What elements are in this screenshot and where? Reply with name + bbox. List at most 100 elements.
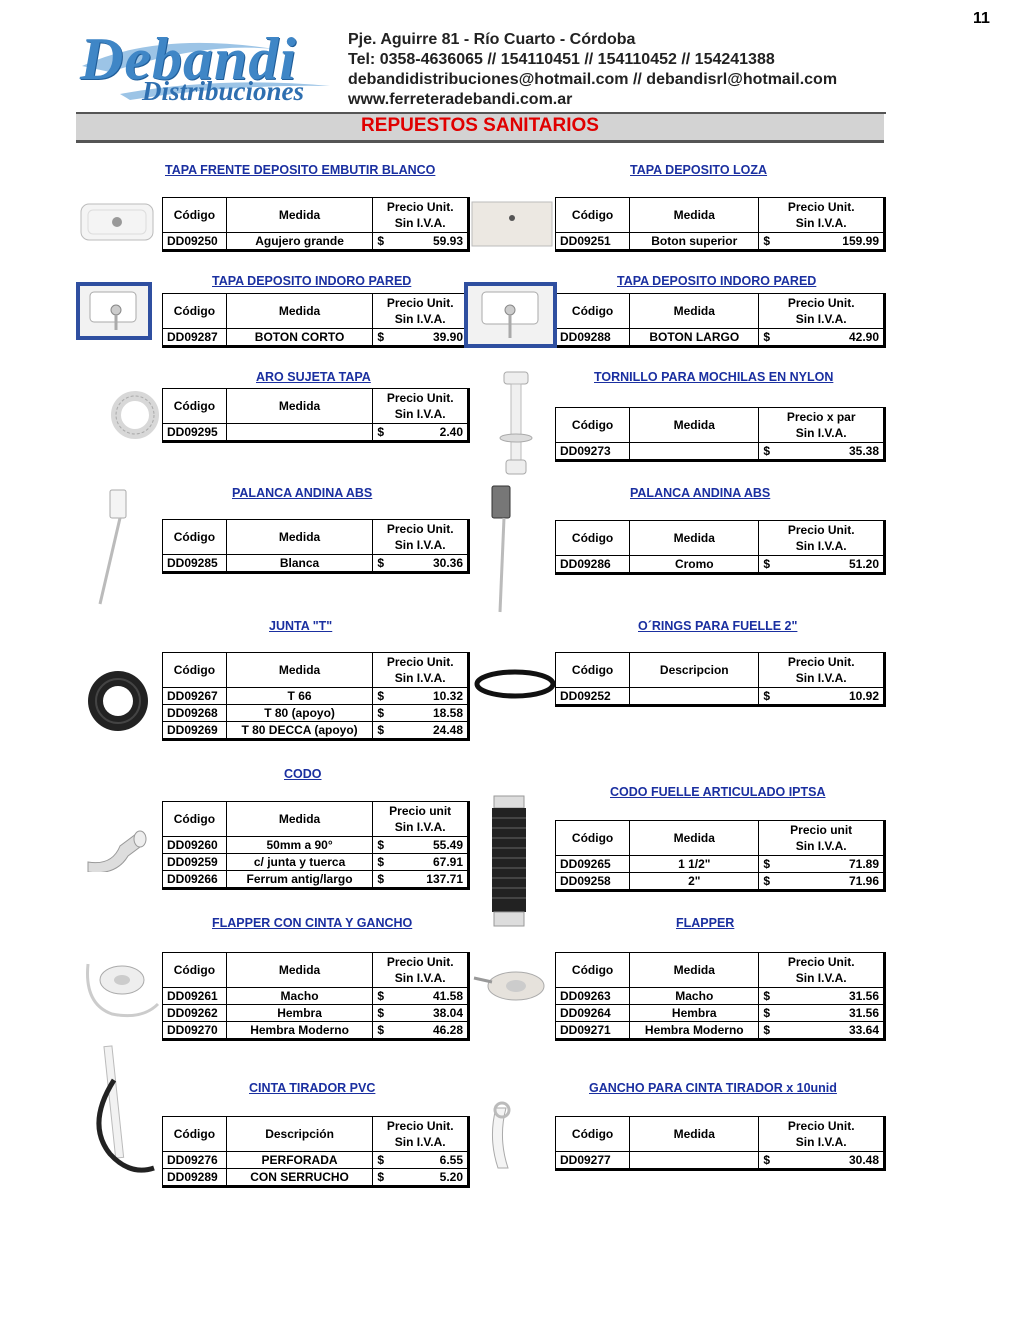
product-medida: Hembra Moderno: [225, 1021, 374, 1041]
table-row: DD09277$30.48: [554, 1151, 886, 1171]
currency-symbol: $: [377, 723, 385, 737]
col-header-medida: Medida: [225, 293, 374, 329]
price-value: 6.55: [439, 1153, 463, 1167]
col-header-code: Código: [162, 801, 227, 837]
col-header-price-l1: Precio Unit.: [787, 655, 855, 669]
section-title: FLAPPER CON CINTA Y GANCHO: [212, 916, 413, 930]
col-header-code: Código: [162, 293, 227, 329]
product-medida: T 80 DECCA (apoyo): [225, 721, 374, 741]
col-header-price: Precio Unit.Sin I.V.A.: [758, 1116, 886, 1152]
col-header-price-l1: Precio Unit.: [386, 200, 454, 214]
product-medida: CON SERRUCHO: [225, 1168, 374, 1188]
col-header-price-l2: Sin I.V.A.: [394, 820, 446, 834]
product-price: $30.36: [372, 554, 470, 574]
section-title: CODO FUELLE ARTICULADO IPTSA: [610, 785, 826, 799]
product-price: $30.48: [758, 1151, 886, 1171]
currency-symbol: $: [377, 855, 385, 869]
col-header-price: Precio Unit.Sin I.V.A.: [758, 952, 886, 988]
col-header-price-l2: Sin I.V.A.: [795, 312, 847, 326]
col-header-price: Precio Unit.Sin I.V.A.: [758, 293, 886, 329]
section-title: JUNTA "T": [269, 619, 333, 633]
product-code: DD09287: [162, 328, 227, 348]
section-title: O´RINGS PARA FUELLE 2": [638, 619, 798, 633]
col-header-code: Código: [162, 952, 227, 988]
product-medida: Cromo: [629, 555, 760, 575]
table-row: DD09252$10.92: [554, 687, 886, 707]
product-medida: Macho: [225, 987, 374, 1005]
price-value: 41.58: [432, 989, 463, 1003]
col-header-medida: Descripcion: [629, 652, 760, 688]
currency-symbol: $: [763, 557, 771, 571]
col-header-price-l2: Sin I.V.A.: [795, 426, 847, 440]
currency-symbol: $: [377, 872, 385, 886]
product-medida: 1 1/2": [629, 855, 760, 873]
currency-symbol: $: [763, 234, 771, 248]
price-value: 137.71: [426, 872, 463, 886]
aro-sujeta-tapa-image: [111, 391, 159, 439]
col-header-price-l2: Sin I.V.A.: [394, 216, 446, 230]
col-header-price-l2: Sin I.V.A.: [394, 1135, 446, 1149]
col-header-price: Precio Unit. Sin I.V.A.: [372, 197, 470, 233]
price-value: 31.56: [848, 989, 879, 1003]
price-value: 71.89: [848, 857, 879, 871]
table-row: DD09295$2.40: [162, 423, 470, 443]
header-divider: [76, 112, 886, 114]
company-website[interactable]: www.ferreteradebandi.com.ar: [348, 91, 573, 108]
price-value: 46.28: [432, 1023, 463, 1037]
product-code: DD09276: [162, 1151, 227, 1169]
col-header-price-l2: Sin I.V.A.: [394, 971, 446, 985]
section-title: TORNILLO PARA MOCHILAS EN NYLON: [594, 370, 834, 384]
currency-symbol: $: [377, 838, 385, 852]
product-price: $10.92: [758, 687, 886, 707]
product-medida: Ferrum antig/largo: [225, 870, 374, 890]
col-header-price: Precio Unit.Sin I.V.A.: [372, 519, 470, 555]
product-medida: Blanca: [225, 554, 374, 574]
section-title: GANCHO PARA CINTA TIRADOR x 10unid: [589, 1081, 837, 1095]
gancho-image: [492, 1101, 511, 1169]
currency-symbol: $: [763, 1006, 771, 1020]
col-header-price-l1: Precio Unit.: [787, 955, 855, 969]
col-header-price-l2: Sin I.V.A.: [394, 671, 446, 685]
product-code: DD09258: [554, 872, 631, 892]
product-code: DD09262: [162, 1004, 227, 1022]
product-price: $41.58: [372, 987, 470, 1005]
product-code: DD09295: [162, 423, 227, 443]
product-price: $5.20: [372, 1168, 470, 1188]
col-header-medida: Medida: [629, 1116, 760, 1152]
company-emails: debandidistribuciones@hotmail.com // deb…: [348, 71, 838, 88]
col-header-medida: Descripción: [225, 1116, 374, 1152]
product-code: DD09266: [162, 870, 227, 890]
col-header-code: Código: [162, 197, 227, 233]
price-value: 71.96: [848, 874, 879, 888]
tapa-loza-image: [471, 201, 553, 247]
product-code: DD09288: [554, 328, 631, 348]
page-title: REPUESTOS SANITARIOS: [361, 115, 599, 136]
product-code: DD09267: [162, 687, 227, 705]
palanca-blanca-image: [98, 489, 127, 605]
col-header-price-l1: Precio Unit.: [386, 655, 454, 669]
product-code: DD09260: [162, 836, 227, 854]
product-price: $67.91: [372, 853, 470, 871]
price-value: 38.04: [432, 1006, 463, 1020]
table-row: DD09273$35.38: [554, 442, 886, 462]
page-title-bar: REPUESTOS SANITARIOS: [76, 114, 884, 143]
